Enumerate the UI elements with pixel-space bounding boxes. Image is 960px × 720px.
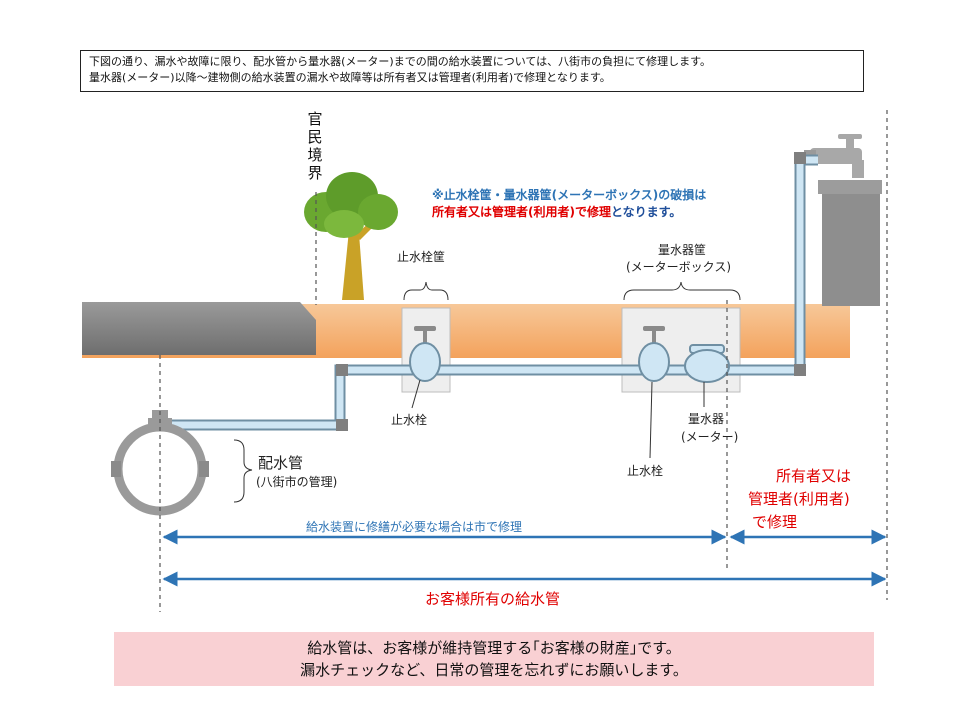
valve-1-pointer [411,379,421,409]
intro-line-2: 量水器(メーター)以降～建物側の給水装置の漏水や故障等は所有者又は管理者(利用者… [89,71,611,84]
tree-icon [304,172,398,300]
supply-pipe [162,152,818,431]
main-pipe-sublabel: (八街市の管理) [256,475,338,489]
meter-label: 量水器 [688,412,725,426]
main-pipe-brace [233,439,253,503]
note-rest-text: となります。 [610,205,682,219]
owner-repair-line-3: で修理 [752,513,798,531]
main-pipe-label: 配水管 [258,454,304,472]
stop-valve-icon [409,326,441,382]
owner-repair-line-1: 所有者又は [776,467,852,485]
intro-notice: 下図の通り、漏水や故障に限り、配水管から量水器(メーター)までの間の給水装置につ… [80,50,864,92]
city-repair-span-label: 給水装置に修繕が必要な場合は市で修理 [306,520,523,534]
footer-line-2: 漏水チェックなど、日常の管理を忘れずにお願いします。 [300,661,688,679]
meter-box-brace [623,281,741,301]
water-meter-icon [684,344,730,383]
note-red-text: 所有者又は管理者(利用者)で修理 [432,205,611,219]
owner-repair-line-2: 管理者(利用者) [748,490,850,508]
customer-pipe-span-label: お客様所有の給水管 [425,590,561,608]
boundary-label: 官民境界 [307,110,323,182]
meter-box-label: 量水器筐 [658,243,707,257]
box-damage-note-line-2: 所有者又は管理者(利用者)で修理となります。 [432,203,681,220]
box-damage-note-line-1: ※止水栓筐・量水器筐(メーターボックス)の破損は [432,188,707,202]
intro-line-1: 下図の通り、漏水や故障に限り、配水管から量水器(メーター)までの間の給水装置につ… [89,55,712,68]
stop-valve-1-label: 止水栓 [391,413,428,427]
footer-line-1: 給水管は、お客様が維持管理する｢お客様の財産｣です。 [307,639,681,657]
meter-sublabel: (メーター) [681,430,739,444]
valve-box-brace [403,281,449,301]
water-tank-icon [818,180,882,306]
footer-notice: 給水管は、お客様が維持管理する｢お客様の財産｣です。 漏水チェックなど、日常の管… [114,632,874,686]
road-asphalt [82,302,316,355]
valve-box-label: 止水栓筐 [397,250,446,264]
valve-2-pointer [649,381,653,459]
stop-valve-2-label: 止水栓 [627,464,664,478]
stop-valve-icon [638,326,670,382]
meter-box-sublabel: (メーターボックス) [626,260,732,274]
